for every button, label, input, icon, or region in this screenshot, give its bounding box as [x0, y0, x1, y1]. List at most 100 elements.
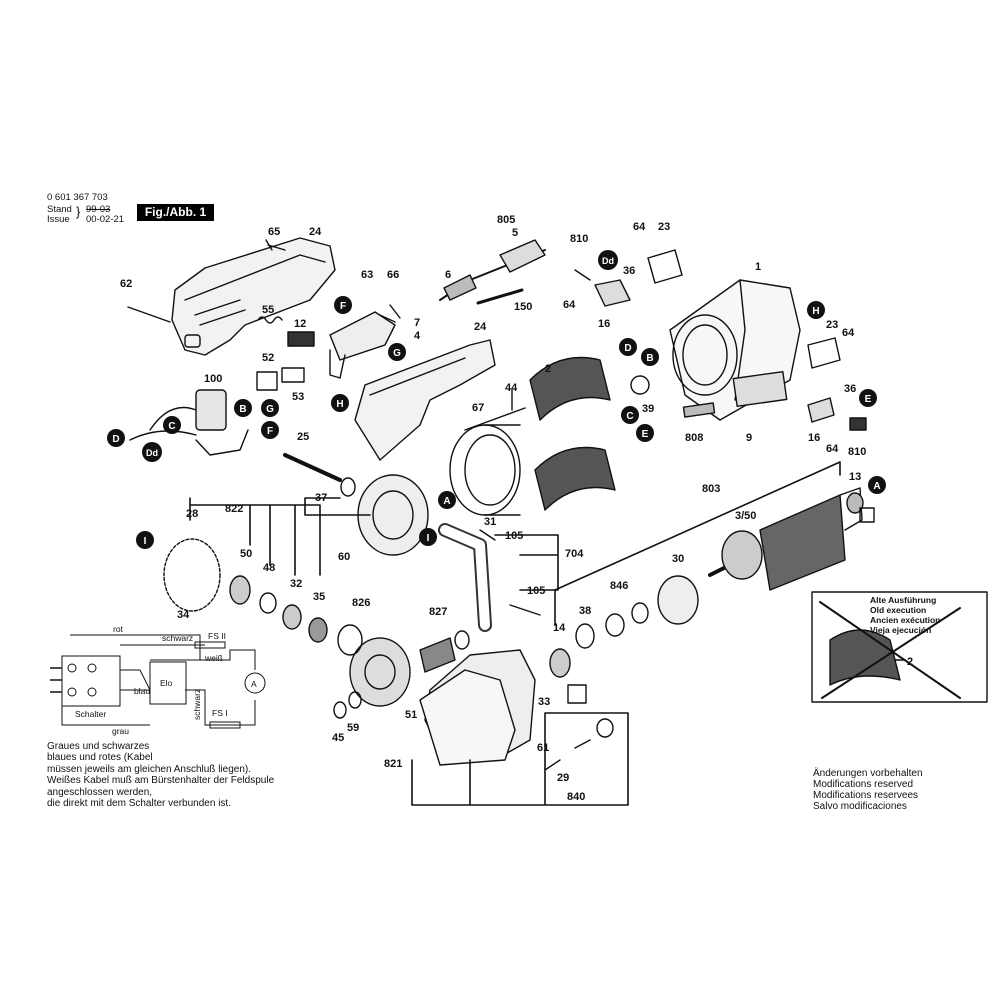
svg-text:E: E — [865, 394, 872, 405]
label-150: 150 — [514, 301, 532, 313]
ref-marker-c-left: C — [163, 416, 181, 434]
screw-65 — [265, 239, 286, 251]
ref-marker-f-left: F — [261, 421, 279, 439]
note-left-3: müssen jeweils am gleichen Anschluß lieg… — [47, 764, 251, 775]
wiring-labels: rot schwarz FS II weiß blau Elo schwarz … — [75, 624, 257, 736]
label-65: 65 — [268, 226, 280, 238]
label-67: 67 — [472, 402, 484, 414]
bearing-14 — [549, 648, 571, 678]
ref-marker-a-left: A — [438, 491, 456, 509]
label-827: 827 — [429, 606, 447, 618]
note-right-1: Änderungen vorbehalten — [813, 768, 923, 779]
old-exec-en: Old execution — [870, 605, 926, 615]
part-840 — [596, 718, 614, 738]
wire-fs1: FS I — [212, 708, 228, 718]
field-coil-2 — [529, 356, 616, 511]
label-105-bottom: 105 — [527, 585, 545, 597]
bearing-50 — [229, 575, 251, 605]
label-7: 7 — [414, 317, 420, 329]
ref-marker-g-top: G — [388, 343, 406, 361]
wire-schalter: Schalter — [75, 709, 106, 719]
label-23-top: 23 — [658, 221, 670, 233]
spring-55 — [257, 316, 283, 324]
note-right-3: Modifications reservees — [813, 790, 919, 801]
wire-weiss: weiß — [204, 653, 223, 663]
svg-text:G: G — [393, 348, 401, 359]
ref-marker-b-left: B — [234, 399, 252, 417]
label-64-mid: 64 — [563, 299, 576, 311]
ref-marker-i-mid: I — [419, 528, 437, 546]
ref-marker-f-top: F — [334, 296, 352, 314]
label-30: 30 — [672, 553, 684, 565]
stand-label: Stand — [47, 204, 72, 215]
label-105-top: 105 — [505, 530, 523, 542]
label-14: 14 — [553, 622, 566, 634]
label-100: 100 — [204, 373, 222, 385]
label-39: 39 — [642, 403, 654, 415]
svg-text:H: H — [336, 399, 343, 410]
screws-63-66 — [379, 304, 401, 323]
part-33-square — [567, 684, 587, 704]
ref-marker-d-top: D — [619, 338, 637, 356]
parts-29-61 — [544, 739, 591, 771]
label-55: 55 — [262, 304, 274, 316]
label-51: 51 — [405, 709, 417, 721]
wheel-guard-821 — [419, 669, 516, 766]
wire-rot: rot — [113, 624, 124, 634]
label-45: 45 — [332, 732, 344, 744]
wire-blau: blau — [134, 686, 150, 696]
switch-100 — [129, 389, 249, 456]
label-840: 840 — [567, 791, 585, 803]
old-execution-text: Alte Ausführung Old execution Ancien exé… — [870, 595, 940, 668]
bar-150 — [476, 288, 524, 305]
label-33: 33 — [538, 696, 550, 708]
label-704: 704 — [565, 548, 584, 560]
label-59: 59 — [347, 722, 359, 734]
label-64-bottom: 64 — [826, 443, 839, 455]
label-37: 37 — [315, 492, 327, 504]
svg-text:H: H — [812, 306, 819, 317]
svg-text:B: B — [646, 353, 653, 364]
svg-text:Dd: Dd — [146, 448, 158, 458]
old-exec-fr: Ancien exécution — [870, 615, 940, 625]
cable-805 — [439, 239, 546, 301]
spindle-25 — [283, 453, 342, 482]
ref-marker-dd-top: Dd — [598, 250, 618, 270]
svg-text:F: F — [267, 426, 273, 437]
label-4: 4 — [414, 330, 421, 342]
note-right-4: Salvo modificaciones — [813, 801, 907, 812]
note-left-4: Weißes Kabel muß am Bürstenhalter der Fe… — [47, 775, 275, 786]
wire-elo: Elo — [160, 678, 173, 688]
ring-846 — [605, 613, 625, 637]
plate-30 — [657, 575, 699, 625]
terminal-52 — [256, 371, 278, 391]
label-66: 66 — [387, 269, 399, 281]
label-38: 38 — [579, 605, 591, 617]
circlip — [631, 602, 649, 624]
ref-marker-d-left: D — [107, 429, 125, 447]
label-808 — [682, 402, 716, 418]
washer-59 — [348, 691, 362, 709]
ref-marker-dd-left: Dd — [142, 442, 162, 462]
svg-text:A: A — [443, 496, 450, 507]
washer-826 — [337, 624, 363, 656]
label-63: 63 — [361, 269, 373, 281]
svg-text:I: I — [144, 536, 147, 547]
screw-62 — [127, 306, 171, 323]
clamp-53 — [281, 367, 305, 383]
nut-45 — [333, 701, 347, 719]
svg-text:I: I — [427, 533, 430, 544]
old-execution-inset — [811, 591, 988, 703]
wire-schwarz-top: schwarz — [162, 633, 193, 643]
label-50: 50 — [240, 548, 252, 560]
label-29: 29 — [557, 772, 569, 784]
label-64-top: 64 — [633, 221, 646, 233]
note-left-2: blaues und rotes (Kabel — [47, 752, 153, 763]
needle-bearing-35 — [308, 617, 328, 643]
label-35: 35 — [313, 591, 325, 603]
ref-marker-c-right: C — [621, 406, 639, 424]
reference-markers: A A B B C C D D E E F F G G H H I I Dd D… — [107, 250, 886, 549]
label-16-right: 16 — [808, 432, 820, 444]
old-exec-es: Vieja ejecución — [870, 625, 931, 635]
